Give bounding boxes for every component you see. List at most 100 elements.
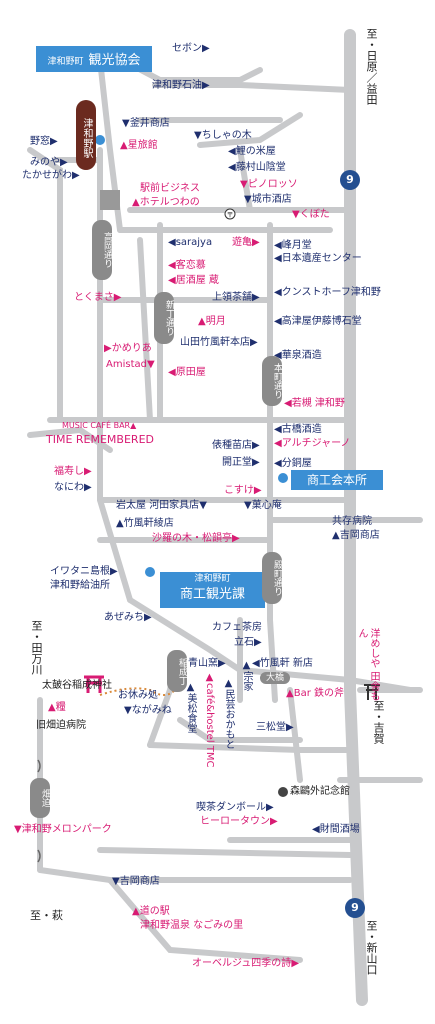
direction-southwest: 至・萩 bbox=[30, 909, 63, 922]
place-bunkoya: ◀分銅屋 bbox=[274, 458, 312, 469]
place-yamada: 山田竹風軒本店▶ bbox=[180, 337, 258, 348]
direction-east: 至・吉賀 bbox=[372, 700, 385, 744]
place-kasen: ◀華泉酒造 bbox=[274, 350, 322, 361]
place-kamiryo: 上領茶舗▶ bbox=[212, 292, 260, 303]
route-9-sign-south: 9 bbox=[345, 898, 365, 918]
place-takatsu: ◀高津屋伊藤博石堂 bbox=[274, 316, 362, 327]
place-nomado: 野窓▶ bbox=[30, 136, 58, 147]
road-honmachi: 本町通り bbox=[262, 356, 282, 406]
place-minoya: みのや▶ bbox=[30, 157, 68, 168]
place-meigetsu: ▲明月 bbox=[198, 316, 226, 327]
place-musicbar: MUSIC CAFÉ BAR▲ bbox=[62, 421, 137, 430]
direction-north: 至・日原／益田 bbox=[365, 28, 378, 105]
place-sarajya: ◀sarajya bbox=[168, 237, 213, 248]
place-michinoeki2: 津和野温泉 なごみの里 bbox=[140, 920, 244, 931]
place-tateishi: 立石▶ bbox=[234, 637, 262, 648]
place-munechika: ▲宗家 bbox=[241, 660, 252, 691]
place-harada: ◀原田屋 bbox=[168, 367, 206, 378]
place-moriougai: 森鷗外記念館 bbox=[290, 786, 350, 797]
place-michinoeki1: ▲道の駅 bbox=[132, 906, 170, 917]
place-kyakurenbo: ◀客恋慕 bbox=[168, 260, 206, 271]
direction-west: 至・田万川 bbox=[30, 620, 43, 675]
place-naniwa: なにわ▶ bbox=[54, 482, 92, 493]
place-iwatani1: イワタニ島根▶ bbox=[50, 566, 118, 577]
place-taikodani: 太皷谷稲成神社 bbox=[42, 680, 112, 691]
place-kyozon: 共存病院 bbox=[332, 516, 372, 527]
road-hatasako: 畑迫 bbox=[30, 778, 50, 818]
place-sebon: セボン▶ bbox=[172, 43, 210, 54]
commerce-tourism-big: 商工観光課 bbox=[179, 587, 245, 602]
place-oyasumi: お休み処 bbox=[118, 690, 158, 701]
place-nagamine: ▼ながみね bbox=[124, 705, 172, 716]
tsuwano-station: 津和野駅 bbox=[76, 100, 96, 170]
commerce-tourism-small: 津和野町 bbox=[194, 574, 231, 584]
place-ekimae2: ▲ホテルつわの bbox=[132, 197, 200, 208]
place-sanshodo: 三松堂▶ bbox=[256, 722, 294, 733]
place-kissa: 喫茶ダンボール▶ bbox=[196, 802, 274, 813]
road-takaoka: 高岡通り bbox=[92, 220, 112, 280]
place-takasegawa: たかせがわ▶ bbox=[22, 170, 80, 181]
place-izakaya: ◀居酒屋 蔵 bbox=[168, 275, 219, 286]
tourist-association-box: 津和野町 観光協会 bbox=[36, 46, 152, 72]
place-tokita: 青山窯▶ bbox=[188, 658, 226, 669]
place-hoshiryokan: ▲星旅館 bbox=[120, 140, 158, 151]
commerce-tourism-box: 津和野町 商工観光課 bbox=[160, 572, 265, 608]
place-mingei: ▲民芸おかもと bbox=[223, 678, 234, 749]
place-kameria: ▶かめりあ bbox=[104, 343, 152, 354]
place-azemichi: あぜみち▶ bbox=[104, 612, 152, 623]
place-kaijodo: 開正堂▶ bbox=[222, 457, 260, 468]
place-furuhashi: ◀古橋酒造 bbox=[274, 424, 322, 435]
place-tsuwano-sekiyu: 津和野石油▶ bbox=[152, 80, 210, 91]
chamber-commerce-box: 商工会本所 bbox=[291, 470, 383, 490]
place-wakatsuki: ◀若槻 津和野 bbox=[284, 398, 345, 409]
place-zaiba: ◀財間酒場 bbox=[312, 824, 360, 835]
place-kosanaga: こすけ▶ bbox=[224, 485, 262, 496]
place-isan: ◀日本遺産センター bbox=[274, 253, 362, 264]
svg-text:〒: 〒 bbox=[227, 211, 234, 219]
place-shiromachi: ▼城市酒店 bbox=[244, 194, 292, 205]
place-koinoyoneya: ◀鯉の米屋 bbox=[228, 146, 276, 157]
place-hoshodo: ◀峰月堂 bbox=[274, 240, 312, 251]
route-9-sign: 9 bbox=[340, 170, 360, 190]
place-kamai: ▼釜井商店 bbox=[122, 118, 170, 129]
place-nori: ▲糧 bbox=[48, 702, 66, 713]
tourist-association-big: 観光協会 bbox=[88, 53, 141, 68]
place-yoshoku: 洋めしや 田舎もん bbox=[356, 628, 379, 702]
place-pinorosso: ▼ピノロッソ bbox=[240, 179, 298, 190]
place-ekimae1: 駅前ビジネス bbox=[140, 183, 200, 194]
place-cafe-hostel: ▲café&hostel TMC bbox=[204, 672, 215, 768]
road-inari: 稲成丁 bbox=[167, 650, 187, 692]
place-fujimura: ◀藤村山陰堂 bbox=[228, 162, 286, 173]
place-iwadaya: 岩太屋 河田家具店▼ bbox=[116, 500, 207, 511]
tourist-association-small: 津和野町 bbox=[47, 57, 84, 67]
place-yoshioka1: ▲吉岡商店 bbox=[332, 530, 380, 541]
place-amistad: Amistad▼ bbox=[106, 359, 155, 370]
road-shincho: 新丁通り bbox=[154, 292, 174, 344]
place-chikufu: ▲竹風軒綾店 bbox=[116, 518, 174, 529]
direction-southeast: 至・新山口 bbox=[365, 920, 378, 975]
place-bisho: ▲美松食堂 bbox=[185, 682, 196, 733]
place-timerem: TIME REMEMBERED bbox=[46, 433, 154, 446]
place-shara: 沙羅の木・松韻亭▶ bbox=[152, 533, 240, 544]
place-hero: ヒーロータウン▶ bbox=[200, 816, 278, 827]
place-chikufu-shin: ◀竹風軒 新店 bbox=[252, 658, 313, 669]
place-arcian: ◀アルチジャーノ bbox=[274, 438, 351, 449]
place-tokumasa: とくまさ▶ bbox=[74, 292, 122, 303]
place-kachoan: ▼菓心庵 bbox=[244, 500, 282, 511]
place-fukujusi: 福寿し▶ bbox=[54, 466, 92, 477]
place-yugame: 遊亀▶ bbox=[232, 237, 260, 248]
place-chishanoki: ▼ちしゃの木 bbox=[194, 130, 252, 141]
place-kotonashi: 俵種苗店▶ bbox=[212, 440, 260, 451]
place-kubota: ▼くぼた bbox=[292, 209, 330, 220]
place-cafe-chaya: カフェ茶房 bbox=[212, 622, 262, 633]
place-croissant: ◀クンストホーフ津和野 bbox=[274, 287, 381, 298]
place-melon: ▼津和野メロンパーク bbox=[14, 824, 112, 835]
place-iwatani2: 津和野給油所 bbox=[50, 580, 110, 591]
road-ohashi: 大橋 bbox=[260, 672, 291, 684]
place-bar-tetsu: ▲Bar 鉄の斧 bbox=[286, 688, 344, 699]
road-tonomachi: 殿町通り bbox=[262, 552, 282, 604]
place-yoshioka2: ▼吉岡商店 bbox=[112, 876, 160, 887]
place-auberge: オーベルジュ四季の詩▶ bbox=[192, 958, 300, 969]
